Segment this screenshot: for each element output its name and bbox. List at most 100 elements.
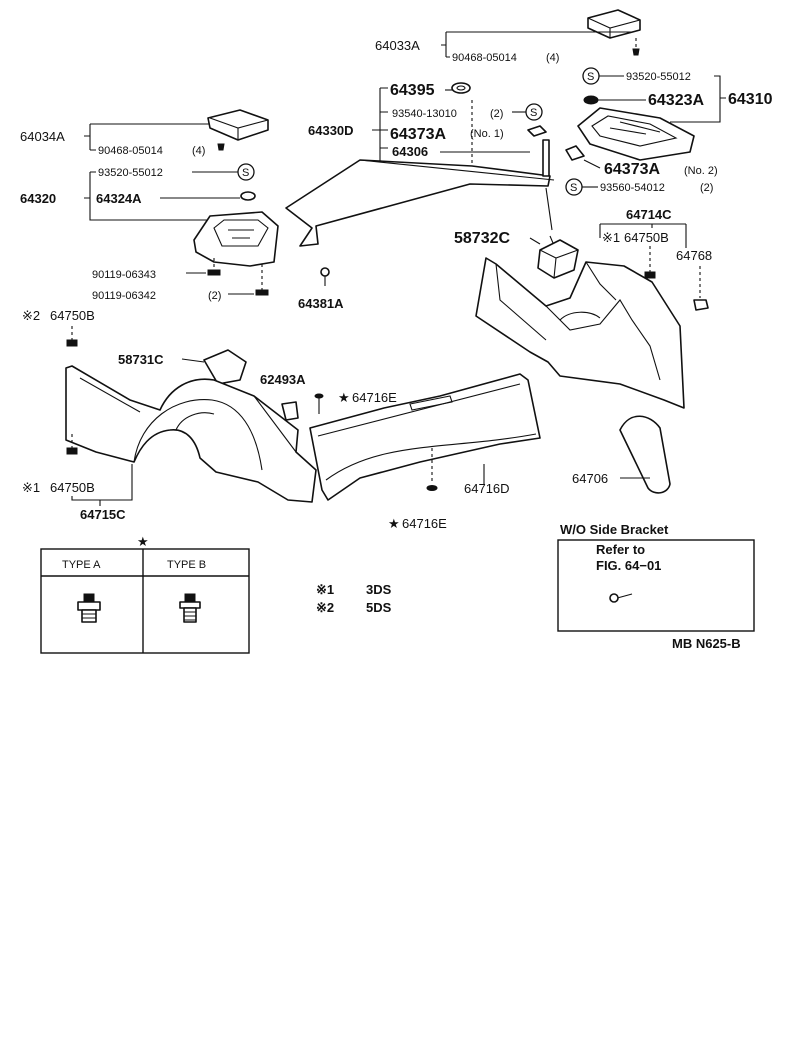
clip-64381A-shape <box>320 267 330 286</box>
ref-mark-1-left: ※1 <box>22 480 40 495</box>
side-bracket-title: W/O Side Bracket <box>560 522 669 537</box>
label-58732C: 58732C <box>454 230 510 247</box>
legend-type-b-label: TYPE B <box>167 559 206 571</box>
wheelhouse-trim-64715C-shape <box>65 365 317 503</box>
legend-type-a-label: TYPE A <box>62 559 101 571</box>
label-64373A-no2-tag: (No. 2) <box>684 165 718 177</box>
screw-64716E-top-shape <box>314 393 324 414</box>
side-bracket-box <box>557 539 755 632</box>
label-64373A-no2: 64373A <box>604 161 660 178</box>
label-93520-55012-right: 93520-55012 <box>626 71 691 83</box>
note-1-text: 3DS <box>366 582 392 597</box>
label-90468-05014-top: 90468-05014 <box>452 52 517 64</box>
bracket-64715C <box>71 464 133 506</box>
label-64310: 64310 <box>728 91 773 108</box>
label-64330D: 64330D <box>308 123 354 138</box>
label-90468-05014-left: 90468-05014 <box>98 145 163 157</box>
label-90119-06342-qty: (2) <box>208 290 221 302</box>
s-symbol-icon: S <box>582 67 600 85</box>
label-64716E-bottom: 64716E <box>402 516 447 531</box>
hinge-64373A-no1-shape <box>527 125 547 137</box>
label-90119-06343: 90119-06343 <box>92 269 156 281</box>
clip-64750B-top-left-shape <box>66 339 78 347</box>
label-64381A: 64381A <box>298 296 344 311</box>
label-64306: 64306 <box>392 144 428 159</box>
leader-64033A <box>441 31 632 58</box>
label-64714C: 64714C <box>626 207 672 222</box>
label-64716E-top: 64716E <box>352 390 397 405</box>
strap-64306-shape <box>542 139 557 251</box>
screw-90119-06343-shape <box>207 258 221 276</box>
tray-64310-shape <box>577 107 695 161</box>
legend-table <box>40 548 250 654</box>
label-64750B-top-left: 64750B <box>50 308 95 323</box>
bracket-64714C <box>599 223 687 248</box>
side-bracket-refer: Refer to <box>596 542 645 557</box>
leader-58732C <box>529 237 541 245</box>
cover-58732C-shape <box>537 239 579 279</box>
clip-90468-left-shape <box>217 143 225 151</box>
grommet-64323A-shape <box>583 95 599 105</box>
cover-64706-shape <box>619 415 671 494</box>
s-symbol-icon: S <box>565 178 583 196</box>
side-trim-64714C-shape <box>475 257 685 409</box>
s-symbol-icon: S <box>525 103 543 121</box>
svg-text:S: S <box>242 167 249 179</box>
nut-64768-shape <box>693 299 709 311</box>
label-93540-13010-qty: (2) <box>490 108 503 120</box>
bracket-64320 <box>84 172 212 221</box>
label-64034A: 64034A <box>20 129 65 144</box>
note-2-text: 5DS <box>366 600 392 615</box>
tray-64320-shape <box>193 211 279 267</box>
label-90468-05014-left-qty: (4) <box>192 145 205 157</box>
clip-64750B-bottom-left-shape <box>66 447 78 455</box>
clip-64750B-right-shape <box>644 271 656 279</box>
label-93560-54012-qty: (2) <box>700 182 713 194</box>
back-trim-64716D-shape <box>309 373 541 501</box>
label-64768: 64768 <box>676 248 712 263</box>
screw-90119-06342-shape <box>255 264 269 296</box>
note-2-mark: ※2 <box>316 600 334 615</box>
fastener-type-a-icon <box>77 593 101 623</box>
label-64373A-no1: 64373A <box>390 126 446 143</box>
label-93540-13010: 93540-13010 <box>392 108 457 120</box>
label-64716D: 64716D <box>464 481 510 496</box>
bracket-64034A <box>84 123 212 151</box>
leader-64373A-no2 <box>583 159 601 169</box>
clip-64395-shape <box>451 82 471 94</box>
label-64323A: 64323A <box>648 92 704 109</box>
note-1-mark: ※1 <box>316 582 334 597</box>
legend-star-mark: ★ <box>137 534 149 549</box>
side-bracket-fig: FIG. 64−01 <box>596 558 661 573</box>
label-90468-05014-top-qty: (4) <box>546 52 559 64</box>
ref-mark-1-right: ※1 <box>602 230 620 245</box>
s-symbol-icon: S <box>237 163 255 181</box>
label-64395: 64395 <box>390 82 435 99</box>
label-93520-55012-left: 93520-55012 <box>98 167 163 179</box>
screw-side-bracket-icon <box>609 593 633 603</box>
label-64033A: 64033A <box>375 38 420 53</box>
legend-table-dividers <box>41 549 249 653</box>
diagram-code: MB N625-B <box>672 636 741 651</box>
screw-64716E-bottom-shape <box>426 485 438 491</box>
label-90119-06342: 90119-06342 <box>92 290 156 302</box>
star-mark-bottom: ★ <box>388 516 400 531</box>
hook-62493A-shape <box>281 401 299 421</box>
svg-text:S: S <box>587 71 594 83</box>
label-64324A: 64324A <box>96 191 142 206</box>
hinge-64373A-no2-shape <box>565 145 585 161</box>
ref-mark-2-left: ※2 <box>22 308 40 323</box>
label-64750B-right: 64750B <box>624 230 669 245</box>
label-93560-54012: 93560-54012 <box>600 182 665 194</box>
cover-64033A-shape <box>587 9 641 39</box>
grommet-64324A-shape <box>240 191 256 201</box>
leader-58731C <box>181 358 205 363</box>
package-tray-64330D-shape <box>285 159 555 247</box>
svg-text:S: S <box>570 182 577 194</box>
label-62493A: 62493A <box>260 372 306 387</box>
label-64750B-bottom-left: 64750B <box>50 480 95 495</box>
clip-90468-top-shape <box>632 38 640 56</box>
label-64706: 64706 <box>572 471 608 486</box>
